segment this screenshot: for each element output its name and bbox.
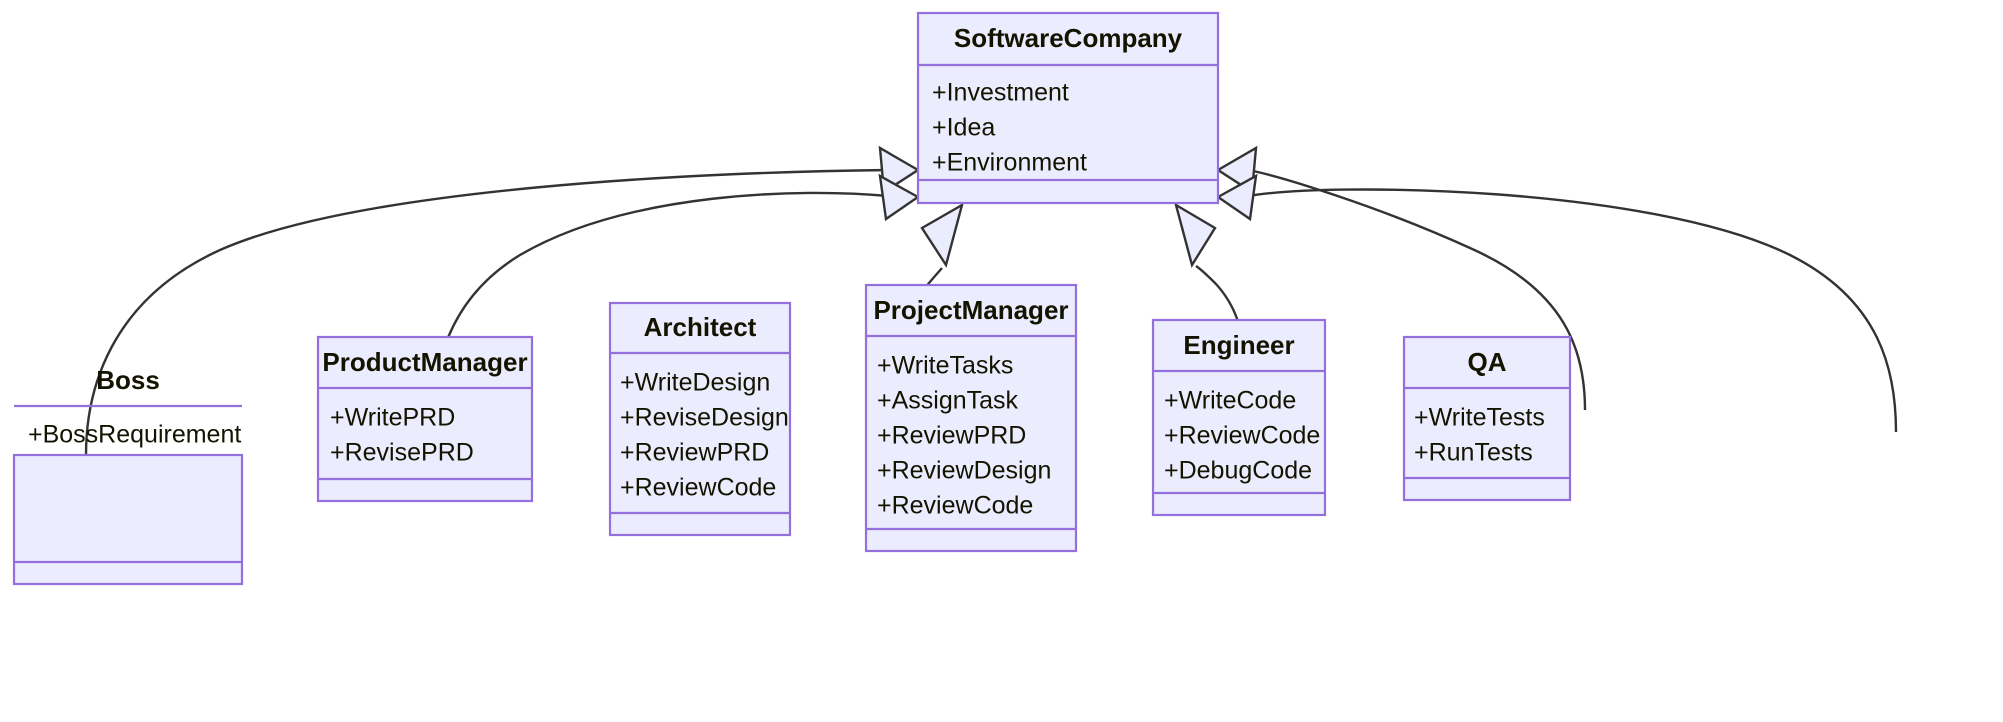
- class-box[interactable]: [1402, 335, 1572, 502]
- class-attribute: +ReviseDesign: [620, 404, 789, 432]
- class-node-engineer[interactable]: Engineer +WriteCode +ReviewCode +DebugCo…: [1151, 318, 1327, 517]
- class-attribute: +WriteTasks: [877, 352, 1013, 380]
- arrowhead-layer: [878, 145, 1258, 268]
- class-attribute: +WriteDesign: [620, 369, 770, 397]
- class-attribute: +Investment: [932, 79, 1069, 107]
- class-title: Architect: [644, 312, 757, 342]
- class-attribute: +ReviewPRD: [877, 422, 1026, 450]
- class-node-boss[interactable]: Boss +BossRequirement: [12, 365, 244, 586]
- class-node-software-company[interactable]: SoftwareCompany +Investment +Idea +Envir…: [916, 11, 1220, 205]
- generalization-arrowhead-product-manager: [878, 173, 921, 222]
- class-box[interactable]: [916, 11, 1220, 205]
- class-attribute: +DebugCode: [1164, 457, 1312, 485]
- class-attribute: +Environment: [932, 149, 1087, 177]
- class-attribute: +RevisePRD: [330, 439, 474, 467]
- class-box[interactable]: [1151, 318, 1327, 517]
- edge-engineer-to-software-company: [1247, 168, 1587, 411]
- generalization-arrowhead-qa: [1215, 173, 1258, 222]
- class-node-project-manager[interactable]: ProjectManager +WriteTasks +AssignTask +…: [864, 283, 1078, 553]
- class-box[interactable]: [316, 335, 534, 503]
- class-box[interactable]: [864, 283, 1078, 553]
- generalization-arrowhead-project-manager: [1174, 202, 1217, 268]
- class-title: Engineer: [1183, 330, 1294, 360]
- generalization-arrowhead-architect: [920, 202, 964, 268]
- class-title: SoftwareCompany: [954, 23, 1183, 53]
- class-attribute: +Idea: [932, 114, 995, 142]
- class-box[interactable]: [608, 301, 792, 537]
- class-attribute: +WritePRD: [330, 404, 455, 432]
- class-node-architect[interactable]: Architect +WriteDesign +ReviseDesign +Re…: [608, 301, 792, 537]
- class-attribute: +BossRequirement: [28, 421, 241, 449]
- class-attribute: +ReviewDesign: [877, 457, 1051, 485]
- class-box[interactable]: [12, 453, 244, 586]
- class-attribute: +WriteCode: [1164, 387, 1296, 415]
- class-attribute: +ReviewPRD: [620, 439, 769, 467]
- class-title: ProductManager: [322, 347, 527, 377]
- edge-boss-to-software-company: [84, 168, 889, 456]
- class-attribute: +ReviewCode: [877, 492, 1033, 520]
- edge-qa-to-software-company: [1247, 188, 1898, 433]
- class-title: Boss: [96, 365, 160, 395]
- class-attribute: +AssignTask: [877, 387, 1019, 415]
- class-node-product-manager[interactable]: ProductManager +WritePRD +RevisePRD: [316, 335, 534, 503]
- class-attribute: +ReviewCode: [620, 474, 776, 502]
- class-attribute: +ReviewCode: [1164, 422, 1320, 450]
- class-title: QA: [1468, 347, 1507, 377]
- class-title: ProjectManager: [873, 295, 1068, 325]
- class-node-qa[interactable]: QA +WriteTests +RunTests: [1402, 335, 1572, 502]
- class-attribute: +RunTests: [1414, 439, 1533, 467]
- class-attribute: +WriteTests: [1414, 404, 1545, 432]
